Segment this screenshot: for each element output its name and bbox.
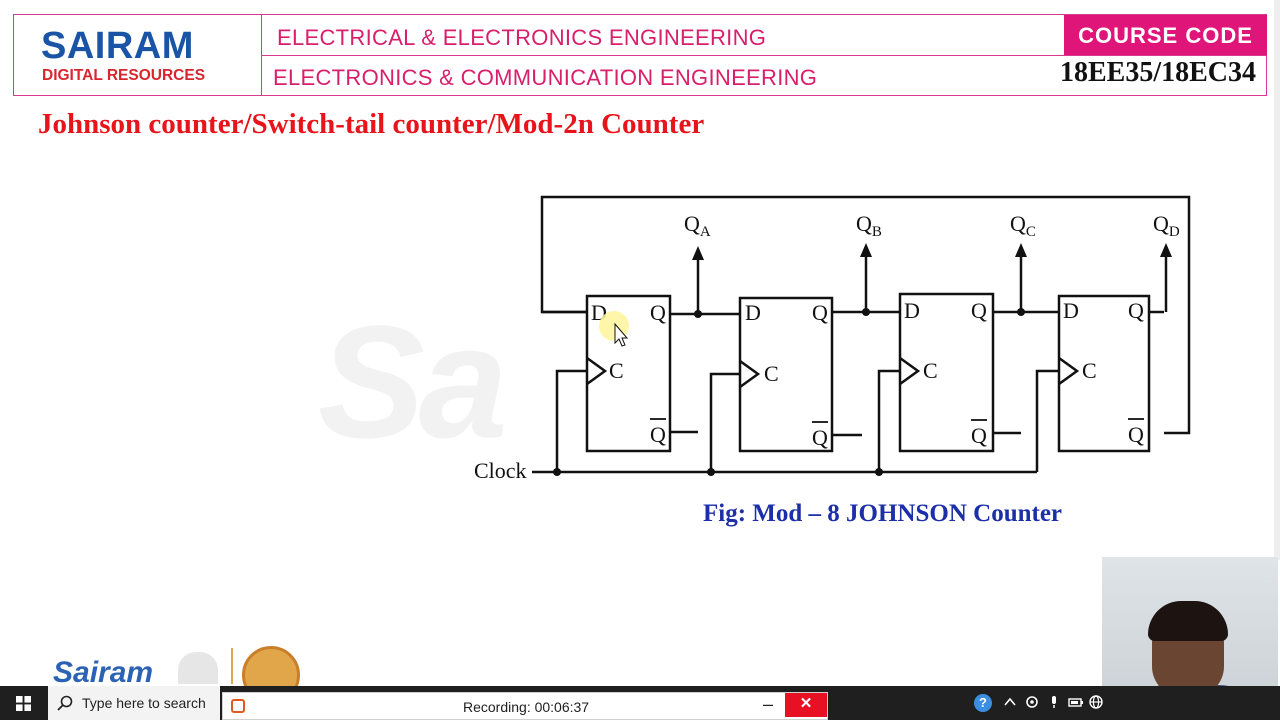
search-placeholder: Type here to search	[82, 695, 206, 711]
recording-close-button[interactable]: ✕	[785, 693, 827, 717]
junction-c	[1017, 308, 1025, 316]
department-ece: ELECTRONICS & COMMUNICATION ENGINEERING	[273, 65, 818, 90]
webcam-tray-icon[interactable]	[1024, 694, 1040, 710]
output-label-d: QD	[1153, 211, 1180, 240]
logo-main-text: SAIRAM	[41, 25, 194, 67]
network-globe-icon[interactable]	[1088, 694, 1104, 710]
header-divider	[262, 55, 1267, 56]
mouse-cursor-icon	[614, 322, 629, 347]
ff-b-q-label: Q	[812, 300, 828, 325]
circuit-svg: QA QB QC QD D Q C Q D Q C Q D Q C Q	[474, 195, 1191, 483]
junction-clk-c	[875, 468, 883, 476]
clock-wire-d	[1035, 369, 1059, 472]
chevron-up-icon[interactable]	[1002, 694, 1018, 710]
junction-a	[694, 310, 702, 318]
ff-a-c-label: C	[609, 358, 624, 383]
arrowhead-a	[692, 246, 704, 260]
course-code-value: 18EE35/18EC34	[1059, 57, 1256, 88]
recording-timer: Recording: 00:06:37	[463, 699, 590, 715]
arrowhead-d	[1160, 243, 1172, 257]
clock-label: Clock	[474, 458, 527, 483]
ff-d-q-label: Q	[1128, 298, 1144, 323]
recording-toolbar: Recording: 00:06:37 – ✕	[222, 692, 828, 720]
ff-b-c-label: C	[764, 361, 779, 386]
ff-c-c-label: C	[923, 358, 938, 383]
ff-c-d-label: D	[904, 298, 920, 323]
ff-a-qbar-label: Q	[650, 422, 666, 447]
output-label-c: QC	[1010, 211, 1036, 240]
ff-b-d-label: D	[745, 300, 761, 325]
windows-logo-icon	[16, 696, 31, 711]
battery-icon[interactable]	[1068, 694, 1084, 710]
footer-sairam-logo: Sairam	[53, 656, 154, 689]
taskbar-search-box[interactable]: Type here to search	[48, 686, 220, 720]
microphone-icon[interactable]	[1046, 694, 1062, 710]
junction-clk-b	[707, 468, 715, 476]
search-icon	[57, 695, 73, 711]
course-code-label: COURSE CODE	[1078, 23, 1253, 48]
slide-header: SAIRAM DIGITAL RESOURCES ELECTRICAL & EL…	[13, 14, 1267, 96]
arrowhead-c	[1015, 243, 1027, 257]
slide-title: Johnson counter/Switch-tail counter/Mod-…	[38, 108, 705, 140]
flipflop-c	[898, 292, 995, 453]
flipflop-a	[585, 294, 672, 453]
ff-d-d-label: D	[1063, 298, 1079, 323]
start-button[interactable]	[0, 686, 48, 720]
clock-triangle-b	[739, 359, 761, 389]
recording-minimize-button[interactable]: –	[763, 694, 774, 714]
ff-d-c-label: C	[1082, 358, 1097, 383]
clock-triangle-d	[1058, 356, 1080, 386]
junction-b	[862, 308, 870, 316]
recorder-app-icon[interactable]	[231, 699, 245, 713]
output-label-b: QB	[856, 211, 882, 240]
footer-portrait	[178, 652, 218, 684]
ff-a-q-label: Q	[650, 300, 666, 325]
output-label-a: QA	[684, 211, 711, 240]
arrowhead-b	[860, 243, 872, 257]
junction-clk-a	[553, 468, 561, 476]
ff-d-qbar-label: Q	[1128, 422, 1144, 447]
clock-triangle-c	[899, 356, 921, 386]
logo-sub-text: DIGITAL RESOURCES	[42, 67, 206, 84]
department-eee: ELECTRICAL & ELECTRONICS ENGINEERING	[277, 25, 767, 50]
help-icon[interactable]: ?	[974, 694, 992, 712]
right-edge-scrollbar[interactable]	[1274, 0, 1280, 560]
ff-c-q-label: Q	[971, 298, 987, 323]
clock-wire-b	[709, 372, 740, 472]
figure-caption: Fig: Mod – 8 JOHNSON Counter	[703, 500, 1063, 527]
clock-wire-a	[555, 369, 587, 472]
clock-triangle-a	[586, 356, 608, 386]
sairam-logo: SAIRAM DIGITAL RESOURCES	[14, 15, 262, 95]
system-tray: ?	[968, 686, 1104, 720]
watermark: Sa	[318, 292, 508, 471]
flipflop-d	[1057, 294, 1151, 453]
johnson-counter-diagram: QA QB QC QD D Q C Q D Q C Q D Q C Q	[468, 186, 1198, 496]
ff-b-qbar-label: Q	[812, 425, 828, 450]
presenter-hair	[1148, 601, 1228, 641]
course-code-badge: COURSE CODE	[1064, 15, 1267, 55]
ff-c-qbar-label: Q	[971, 423, 987, 448]
clock-wire-c	[877, 369, 900, 472]
footer-separator	[231, 648, 233, 684]
